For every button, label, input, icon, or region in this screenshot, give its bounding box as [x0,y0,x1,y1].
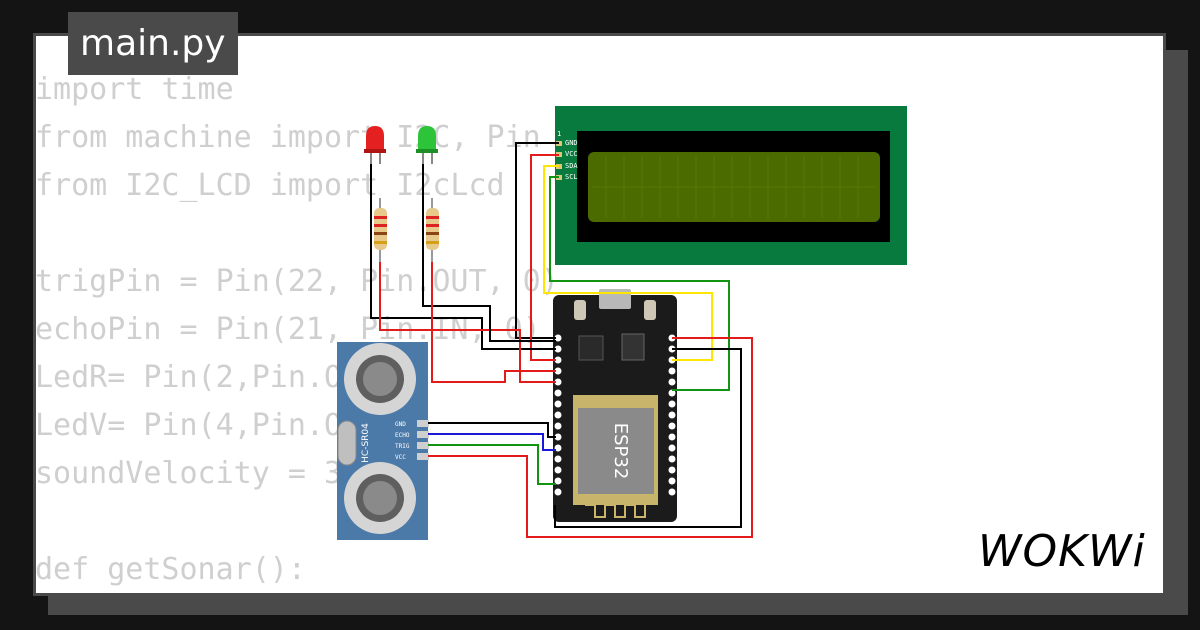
lcd-pin-sda: SDA [565,162,578,170]
right-header-pins [668,334,676,496]
code-line: def getSonar(): [35,552,306,587]
wire-sensor-vcc [428,337,753,538]
code-line: import time [35,72,234,107]
antenna-trace [585,504,646,518]
lcd-pin-number: 1 [557,130,561,138]
led-red[interactable] [364,126,386,164]
wire-sensor-echo [428,433,556,451]
resistor-red-led[interactable] [374,198,387,262]
code-line: from I2C_LCD import I2cLcd [35,168,505,203]
sensor-pin-echo: ECHO [395,432,410,439]
sensor-pin-vcc: VCC [395,454,406,461]
board-label: ESP32 [610,423,631,480]
esp32-board[interactable]: ESP32 [553,289,677,522]
wire-board-gnd [554,348,742,528]
reset-button[interactable] [644,300,656,320]
wire-lcd-scl [549,176,730,391]
usb-chip [578,335,604,361]
regulator-chip [621,333,645,361]
wire-lcd-gnd [515,142,559,339]
lcd-pin-scl: SCL [565,173,578,181]
lcd-display[interactable]: 1 GND VCC SDA SCL [555,106,907,265]
wire-led-green-gpio [431,262,556,383]
lcd-char-grid [592,156,876,218]
sensor-pin-gnd: GND [395,421,406,428]
wire-sensor-gnd [428,422,556,438]
left-header-pins [554,334,562,496]
lcd-pin-vcc: VCC [565,150,578,158]
resistor-green-led[interactable] [426,198,439,262]
lcd-pin-gnd: GND [565,139,578,147]
wire-led-red-cathode [370,164,556,350]
wire-lcd-vcc [530,154,559,361]
wire-led-green-cathode [422,164,556,342]
led-green[interactable] [416,126,438,164]
wroom-can [578,408,654,494]
sensor-label: HC-SR04 [361,423,371,463]
wire-led-red-gpio [379,262,556,383]
boot-button[interactable] [574,300,586,320]
file-tab[interactable]: main.py [68,12,238,75]
ultrasonic-sensor[interactable]: HC-SR04 GND ECHO TRIG VCC [337,342,429,540]
wokwi-logo: WOKWi [978,526,1146,577]
sensor-pin-trig: TRIG [395,443,410,450]
wire-sensor-trig [428,444,556,485]
wire-lcd-sda [543,165,713,361]
crystal [337,420,357,466]
